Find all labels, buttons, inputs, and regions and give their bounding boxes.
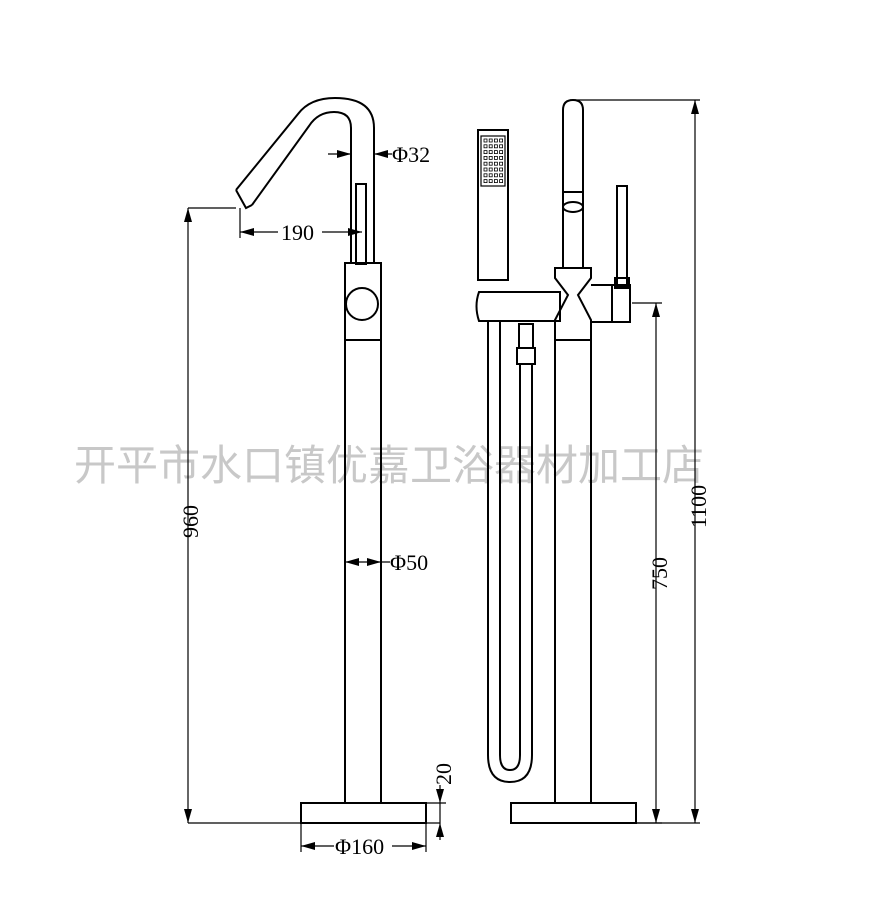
watermark-text: 开平市水口镇优嘉卫浴器材加工店 — [74, 441, 704, 490]
shower-nozzle — [493, 155, 498, 160]
shower-nozzle — [493, 161, 498, 166]
shower-nozzle — [499, 173, 504, 178]
shower-nozzle — [493, 144, 498, 149]
pipe-diameter-label: Φ32 — [392, 142, 430, 167]
shower-nozzle — [493, 179, 498, 184]
shower-nozzle — [488, 173, 493, 178]
dimension-spout-height: 960 — [178, 207, 440, 824]
side-view — [235, 96, 427, 824]
hose-connector — [518, 323, 534, 349]
shower-nozzle — [499, 179, 504, 184]
handle-block — [591, 284, 631, 323]
shower-nozzle — [488, 138, 493, 143]
shower-nozzle — [499, 161, 504, 166]
dimension-base-thickness: 20 — [426, 763, 456, 840]
shower-nozzle — [483, 161, 488, 166]
shower-nozzle — [499, 150, 504, 155]
shower-nozzle — [483, 138, 488, 143]
dimension-spout-reach: 190 — [239, 208, 362, 245]
shower-nozzle — [483, 150, 488, 155]
base-thickness-label: 20 — [431, 763, 456, 785]
shower-nozzles — [483, 138, 504, 184]
mixer-body — [344, 262, 382, 341]
shower-nozzle — [483, 179, 488, 184]
spout-reach-label: 190 — [281, 220, 314, 245]
shower-nozzle — [499, 155, 504, 160]
dimension-total-height: 1100 — [573, 99, 711, 824]
shower-nozzle — [483, 167, 488, 172]
lever-stick — [355, 183, 367, 265]
shower-nozzle — [499, 144, 504, 149]
total-height-label: 1100 — [686, 485, 711, 528]
base-plate — [300, 802, 427, 824]
shower-nozzle — [488, 179, 493, 184]
dimension-base-diameter: Φ160 — [300, 823, 427, 859]
shower-nozzle — [499, 138, 504, 143]
shower-nozzle — [488, 161, 493, 166]
shower-nozzle — [488, 155, 493, 160]
shower-nozzle — [488, 144, 493, 149]
diverter-block — [475, 291, 561, 322]
base-diameter-label: Φ160 — [335, 834, 384, 859]
shower-nozzle — [493, 150, 498, 155]
spout — [235, 96, 375, 263]
dimension-pipe-diameter: Φ32 — [328, 142, 430, 167]
front-view — [475, 98, 637, 824]
spout-front — [562, 98, 584, 268]
dimension-column-diameter: Φ50 — [345, 550, 428, 575]
shower-nozzle — [483, 144, 488, 149]
shower-nozzle — [493, 138, 498, 143]
handle-lever-front — [616, 185, 628, 287]
handle-height-label: 750 — [647, 557, 672, 590]
shower-nozzle — [488, 167, 493, 172]
shower-nozzle — [493, 173, 498, 178]
shower-nozzle — [483, 155, 488, 160]
shower-hose — [487, 322, 533, 784]
shower-head-face — [480, 135, 506, 187]
mixer-body-front — [554, 267, 592, 341]
spout-height-label: 960 — [178, 505, 203, 538]
column-diameter-label: Φ50 — [390, 550, 428, 575]
shower-nozzle — [488, 150, 493, 155]
shower-nozzle — [499, 167, 504, 172]
shower-nozzle — [483, 173, 488, 178]
hand-shower — [477, 129, 509, 281]
dimension-handle-height: 750 — [632, 302, 672, 824]
handle-knob — [345, 287, 379, 321]
shower-nozzle — [493, 167, 498, 172]
base-plate-front — [510, 802, 637, 824]
